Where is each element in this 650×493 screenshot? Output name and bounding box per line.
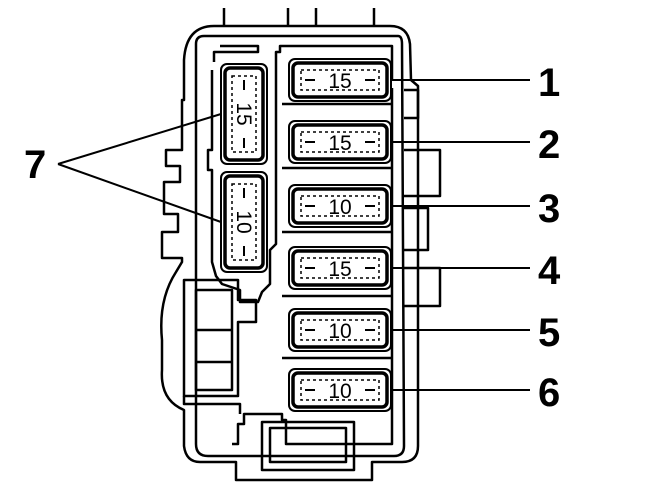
fuses-group: 15 15 10 15 10 10 15 10	[220, 58, 392, 412]
fuse-body	[291, 371, 389, 409]
fuse-element	[300, 69, 380, 91]
fuse-body	[291, 187, 389, 225]
fuse-rating-label: 10	[328, 320, 351, 343]
fuse-5: 10	[288, 308, 392, 352]
housing-inner	[194, 34, 406, 458]
callout-label: 5	[538, 311, 560, 355]
fuse-body	[291, 311, 389, 349]
callouts-group: 1 2 3 4 5 6 7	[24, 61, 561, 415]
right-tab	[404, 88, 420, 120]
inner-frame	[206, 44, 394, 304]
fuse-body	[223, 66, 265, 162]
leader-line	[57, 113, 222, 165]
callout-label: 7	[24, 143, 46, 187]
fuse-element	[300, 131, 380, 153]
fuse-rating-label: 15	[328, 70, 351, 93]
fuse-6: 10	[288, 368, 392, 412]
right-tab	[404, 148, 442, 198]
fuse-body	[291, 61, 389, 99]
fuse-body	[291, 249, 389, 287]
bottom-connector	[260, 420, 356, 472]
callout-7: 7	[24, 113, 222, 223]
relay-block-ledge	[182, 396, 242, 414]
housing-outer	[160, 24, 420, 482]
callout-label: 6	[538, 371, 560, 415]
callout-label: 2	[538, 123, 560, 167]
callout-label: 4	[538, 249, 561, 293]
fuse-rating-label: 10	[328, 380, 351, 403]
inner-frame	[212, 44, 260, 62]
callout-label: 3	[538, 187, 560, 231]
fuse-rating-label: 10	[232, 210, 255, 233]
inner-frame	[232, 88, 394, 446]
fuse-1: 15	[288, 58, 392, 102]
fuse-body	[223, 174, 265, 270]
fuse-7a: 15	[220, 63, 268, 165]
callout-3: 3	[391, 187, 560, 231]
bottom-connector-inner	[268, 426, 348, 464]
fuse-rating-label: 10	[328, 196, 351, 219]
callout-4: 4	[391, 249, 561, 293]
callout-2: 2	[391, 123, 560, 167]
fuse-4: 15	[288, 246, 392, 290]
fuse-rating-label: 15	[328, 258, 351, 281]
fuse-rating-label: 15	[328, 132, 351, 155]
fuse-rating-label: 15	[232, 102, 255, 125]
callout-1: 1	[391, 61, 560, 105]
callout-label: 1	[538, 61, 560, 105]
relay-block-inner	[194, 288, 234, 392]
fuse-box-housing	[160, 8, 442, 482]
relay-block	[182, 278, 258, 398]
leader-line	[57, 163, 222, 223]
fuse-2: 15	[288, 120, 392, 164]
fuse-3: 10	[288, 184, 392, 228]
callout-5: 5	[391, 311, 560, 355]
callout-6: 6	[391, 371, 560, 415]
fuse-element	[300, 379, 380, 401]
fuse-element	[300, 319, 380, 341]
fuse-element	[300, 257, 380, 279]
fuse-body	[291, 123, 389, 161]
fuse-element	[300, 195, 380, 217]
right-tab	[404, 266, 442, 308]
fuse-element	[231, 183, 257, 261]
fuse-element	[231, 75, 257, 153]
fuse-7b: 10	[220, 171, 268, 273]
right-tab	[404, 206, 430, 252]
